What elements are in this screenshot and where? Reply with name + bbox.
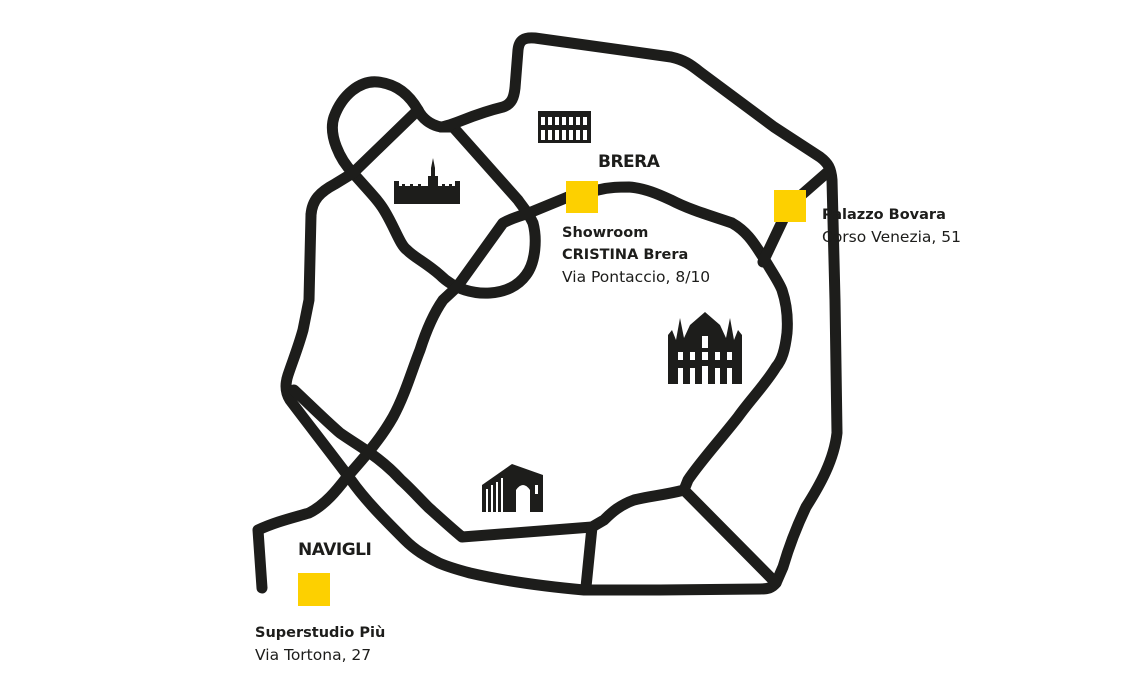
location-label-palazzo-bovara: Palazzo Bovara Corso Venezia, 51 <box>822 204 961 248</box>
arch-icon <box>482 464 543 512</box>
location-marker-palazzo-bovara[interactable] <box>774 190 806 222</box>
road-navigli-diagonal <box>252 191 574 594</box>
location-marker-superstudio[interactable] <box>298 573 330 606</box>
location-address: Via Tortona, 27 <box>255 646 372 664</box>
road-castle-loop <box>326 76 541 299</box>
location-address: Via Pontaccio, 8/10 <box>562 268 711 286</box>
location-name: Palazzo Bovara <box>822 207 946 223</box>
cathedral-icon <box>668 312 742 384</box>
road-inner-ring <box>288 181 793 543</box>
road-south-connector-2 <box>678 484 782 589</box>
road-outer-ring <box>280 32 843 596</box>
district-label-brera: BRERA <box>598 152 660 172</box>
location-label-showroom: Showroom CRISTINA Brera Via Pontaccio, 8… <box>562 222 710 288</box>
location-name: CRISTINA Brera <box>562 247 689 263</box>
theatre-icon <box>538 111 591 143</box>
castle-icon <box>394 158 460 204</box>
location-marker-showroom[interactable] <box>566 181 598 213</box>
location-address: Corso Venezia, 51 <box>822 228 961 246</box>
location-label-superstudio: Superstudio Più Via Tortona, 27 <box>255 622 385 666</box>
district-label-navigli: NAVIGLI <box>298 540 372 560</box>
location-name: Superstudio Più <box>255 625 386 641</box>
location-name: Showroom <box>562 225 649 241</box>
road-south-connector-1 <box>580 521 598 593</box>
